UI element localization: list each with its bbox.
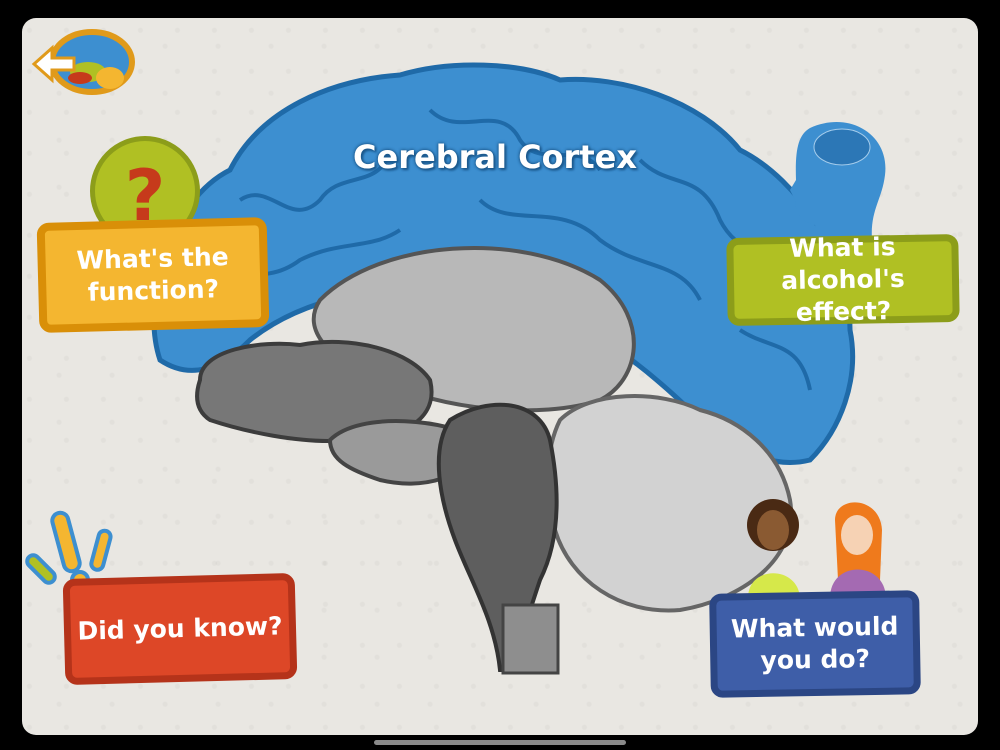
alcohol-effect-label: What is alcohol's effect? xyxy=(780,232,905,327)
did-you-know-button[interactable]: Did you know? xyxy=(62,572,298,686)
page-title: Cerebral Cortex xyxy=(353,138,637,176)
back-button[interactable] xyxy=(30,28,135,100)
head-silhouette-icon xyxy=(790,122,886,261)
function-button[interactable]: What's the function? xyxy=(36,217,270,333)
spinal-cord xyxy=(501,603,560,675)
kids-illustration xyxy=(747,499,886,598)
what-would-you-do-label: What would you do? xyxy=(730,611,899,675)
back-arrow-brain-icon xyxy=(31,29,135,95)
did-you-know-label: Did you know? xyxy=(77,611,283,646)
exclamation-icon xyxy=(25,510,113,590)
frontal-lobe-medial xyxy=(195,339,434,443)
alcohol-effect-button[interactable]: What is alcohol's effect? xyxy=(726,232,960,327)
home-indicator[interactable] xyxy=(374,740,626,745)
function-label: What's the function? xyxy=(76,242,229,307)
what-would-you-do-button[interactable]: What would you do? xyxy=(709,590,921,698)
